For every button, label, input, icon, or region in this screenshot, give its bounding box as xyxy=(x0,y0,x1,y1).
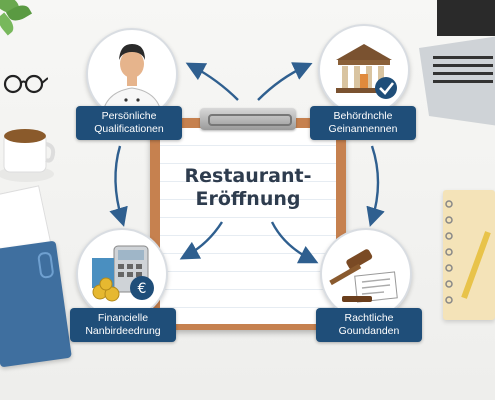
label-line-2: Geinannennen xyxy=(328,123,398,135)
label-line-1: Behördnchle xyxy=(333,110,393,122)
arrow-right-down xyxy=(366,145,385,227)
clipboard-clip-icon xyxy=(200,108,296,130)
government-circle xyxy=(318,24,410,116)
finance-circle: € xyxy=(76,228,168,320)
arrow-center-to-bottom-right xyxy=(270,221,319,264)
label-line-2: Qualificationen xyxy=(94,123,164,135)
glasses-icon xyxy=(3,74,48,94)
coffee-cup-icon xyxy=(0,129,56,182)
page-title: Restaurant- Eröffnung xyxy=(160,165,336,211)
arrow-left-down xyxy=(109,145,128,227)
title-line-2: Eröffnung xyxy=(195,188,301,210)
clipboard-paper xyxy=(160,128,336,324)
finance-calculator-icon: € xyxy=(92,245,154,302)
government-building-icon xyxy=(336,44,397,99)
arrow-center-to-bottom-left xyxy=(179,221,224,260)
label-legal-basis: Rachtliche Goundanden xyxy=(316,308,422,342)
title-line-1: Restaurant- xyxy=(184,165,312,187)
label-personal-qualifications: Persönliche Qualificationen xyxy=(76,106,182,140)
label-authority-permits: Behördnchle Geinannennen xyxy=(310,106,416,140)
chef-icon xyxy=(101,44,163,118)
legal-circle xyxy=(320,228,412,320)
laptop-icon xyxy=(419,0,495,126)
label-line-2: Nanbirdeedrung xyxy=(85,325,161,337)
label-line-1: Rachtliche xyxy=(344,312,394,324)
label-line-1: Financielle xyxy=(97,312,149,324)
label-line-1: Persönliche xyxy=(101,110,157,122)
notepad-decoration xyxy=(443,190,495,320)
gavel-icon xyxy=(329,249,398,303)
svg-text:€: € xyxy=(138,281,147,297)
label-line-2: Goundanden xyxy=(338,325,400,337)
arrow-to-top-right xyxy=(257,62,313,101)
label-financial-planning: Financielle Nanbirdeedrung xyxy=(70,308,176,342)
arrow-to-top-left xyxy=(185,62,239,101)
